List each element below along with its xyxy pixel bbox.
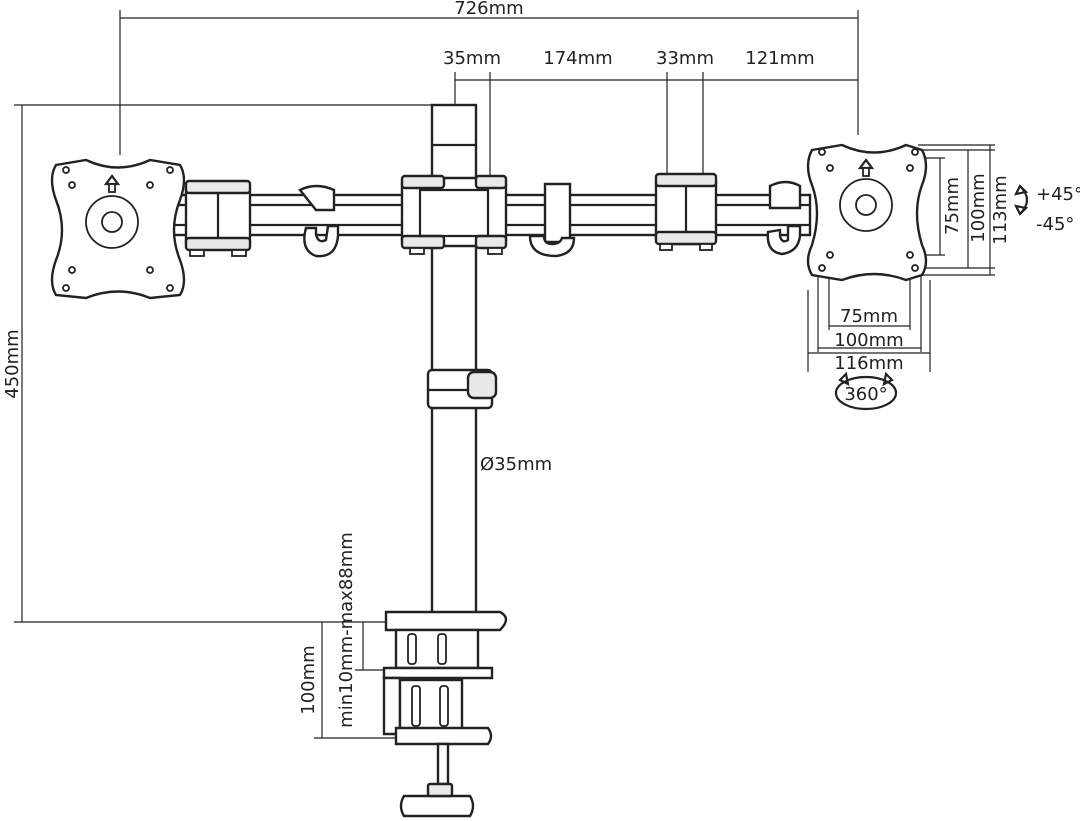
vesa-v-75-label: 75mm: [942, 177, 963, 235]
vesa-h-100-label: 100mm: [834, 330, 903, 351]
tilt-arrows-icon: [1014, 184, 1029, 216]
seg-1-label: 35mm: [443, 48, 501, 69]
vesa-h-116-label: 116mm: [834, 353, 903, 374]
left-vesa-plate: [50, 158, 186, 300]
rotation-icon: [834, 371, 898, 411]
clamp-range-label: min10mm-max88mm: [336, 532, 357, 728]
right-vesa-plate: [806, 143, 928, 282]
vesa-h-75-label: 75mm: [840, 306, 898, 327]
pole-diameter-label: Ø35mm: [480, 454, 552, 475]
seg-4-label: 121mm: [745, 48, 814, 69]
clamp-height-label: 100mm: [298, 645, 319, 714]
height-label: 450mm: [2, 329, 23, 398]
seg-2-label: 174mm: [543, 48, 612, 69]
vesa-v-113-label: 113mm: [990, 175, 1011, 244]
tilt-up-label: +45°: [1036, 184, 1080, 205]
left-elbow: [184, 179, 252, 257]
total-width-label: 726mm: [454, 0, 523, 19]
right-elbow: [654, 172, 718, 251]
desk-clamp: [382, 610, 508, 818]
seg-3-label: 33mm: [656, 48, 714, 69]
center-hub: [400, 174, 508, 255]
dimension-labels: 726mm 35mm 174mm 33mm 121mm 450mm Ø35mm …: [2, 0, 1080, 728]
rotation-label: 360°: [844, 384, 887, 405]
dimension-lines: [14, 10, 995, 739]
tilt-down-label: -45°: [1036, 214, 1074, 235]
vesa-v-100-label: 100mm: [968, 173, 989, 242]
